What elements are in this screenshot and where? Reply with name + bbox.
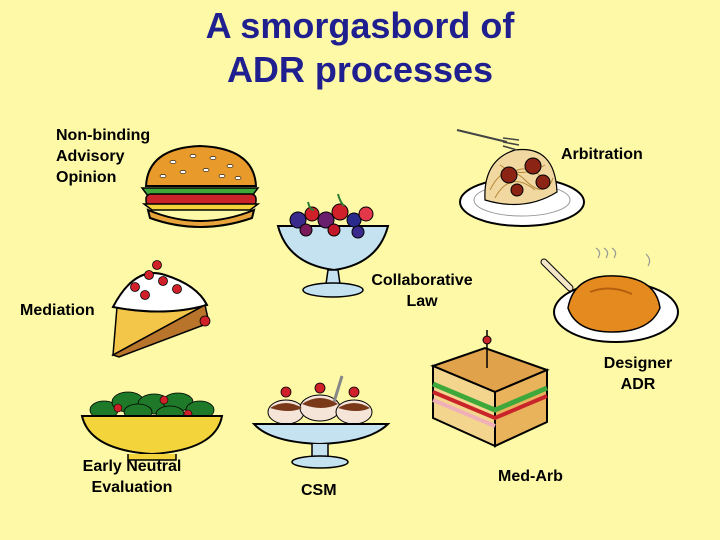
title-line-1: A smorgasbord of [205,5,515,46]
label-arbitration: Arbitration [561,146,643,163]
label-designer-adr: Designer ADR [603,355,673,393]
hamburger-icon [140,144,261,228]
spaghetti-icon [456,129,585,227]
label-csm: CSM [301,482,337,499]
title-line-2: ADR processes [226,49,494,90]
slide-title: A smorgasbord of ADR processes [0,4,720,92]
fruit-bowl-icon [276,193,390,298]
label-mediation: Mediation [20,302,95,319]
label-non-binding-advisory-opinion: Non-binding Advisory Opinion [56,127,151,186]
pie-icon [111,260,211,358]
roast-chicken-icon [540,247,679,343]
label-med-arb: Med-Arb [498,468,563,485]
salad-bowl-icon [80,391,224,461]
sundae-icon [251,375,391,469]
sandwich-icon [430,330,550,448]
label-collaborative-law: Collaborative Law [371,272,473,310]
label-early-neutral-evaluation: Early Neutral Evaluation [82,458,182,496]
